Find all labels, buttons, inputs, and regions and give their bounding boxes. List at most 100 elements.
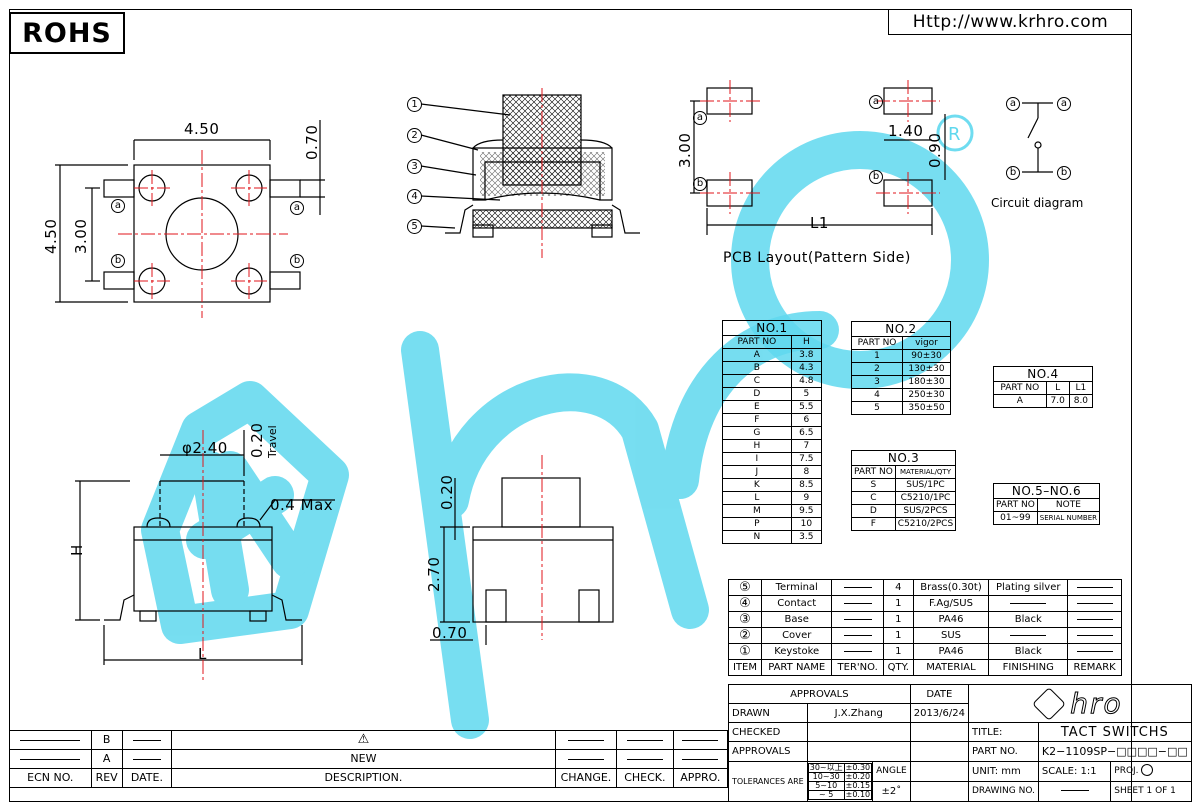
no3-header-0: PART NO — [851, 465, 896, 479]
warning-icon: ⚠ — [357, 732, 370, 747]
rev-sign-1-5 — [616, 749, 674, 769]
pcb-pin-a: a — [693, 111, 707, 125]
approvals2-label: APPROVALS — [728, 741, 808, 762]
no1-cell-12-1: 9.5 — [790, 504, 823, 518]
rev-date-1 — [121, 749, 173, 769]
no4-cell-0-1: 7.0 — [1045, 394, 1070, 408]
drawing-no-label: DRAWING NO. — [968, 780, 1039, 803]
no4-title: NO.4 — [993, 366, 1093, 382]
side-travel-dim: 0.20 — [248, 422, 266, 458]
no56-cell-0-0: 01~99 — [993, 511, 1038, 525]
no3-cell-1-0: C — [851, 491, 896, 505]
pcb-layout-title: PCB Layout(Pattern Side) — [723, 250, 911, 266]
rev-header-1: REV — [90, 768, 123, 788]
rev-header-3: DESCRIPTION. — [171, 768, 556, 788]
no3-cell-3-0: F — [851, 517, 896, 531]
bom-name-3: Cover — [760, 627, 833, 644]
drawn-date: 2013/6/24 — [909, 703, 970, 724]
front-height-dim: 2.70 — [425, 556, 443, 592]
no1-cell-10-1: 8.5 — [790, 478, 823, 492]
tolerances-label: TOLERANCES ARE — [728, 760, 808, 803]
pcb-pitch-dim: 3.00 — [676, 132, 694, 168]
bom-name-2: Base — [760, 611, 833, 628]
no3-cell-2-0: D — [851, 504, 896, 518]
unit-label: UNIT: mm — [968, 760, 1039, 782]
pin-b-label-right: b — [290, 254, 304, 268]
pcb-pin-b-right: b — [869, 170, 883, 184]
bom-header-6: REMARK — [1067, 659, 1122, 676]
bom-name-4: Keystoke — [760, 643, 833, 660]
bom-material-4: PA46 — [912, 643, 990, 660]
no2-cell-0-0: 1 — [850, 349, 904, 363]
no1-cell-7-0: H — [722, 439, 792, 453]
pcb-pin-a-right: a — [869, 95, 883, 109]
no2-cell-4-1: 350±50 — [902, 401, 951, 415]
callout-2: 2 — [407, 128, 422, 143]
pin-a-label: a — [111, 199, 125, 213]
top-width-dim: 4.50 — [184, 120, 220, 138]
bom-header-2: TER'NO. — [831, 659, 884, 676]
date-header: DATE — [909, 683, 970, 705]
side-travel-label: Travel — [266, 425, 279, 458]
angle-label: ANGLE — [872, 760, 911, 782]
rev-header-6: APPRO. — [672, 768, 729, 788]
rev-desc-0: ⚠ — [171, 730, 556, 750]
website-url[interactable]: Http://www.krhro.com — [888, 9, 1132, 35]
rev-ecn-1 — [9, 749, 92, 769]
tol-cell-3-1: ±0.10 — [843, 789, 873, 800]
sheet-label: SHEET 1 OF 1 — [1110, 780, 1192, 803]
scale-label: SCALE: 1:1 — [1037, 760, 1112, 782]
rev-header-2: DATE. — [121, 768, 173, 788]
no56-header-0: PART NO — [993, 498, 1038, 512]
tol-cell-2-1: ±0.15 — [843, 780, 873, 791]
no3-title: NO.3 — [850, 450, 957, 466]
no2-cell-0-1: 90±30 — [902, 349, 951, 363]
no3-cell-0-1: SUS/1PC — [894, 478, 957, 492]
no1-cell-0-1: 3.8 — [790, 348, 823, 362]
bom-header-4: MATERIAL — [912, 659, 990, 676]
drawn-by: J.X.Zhang — [806, 703, 911, 724]
side-diameter-dim: φ2.40 — [182, 439, 228, 457]
proj-label: PROJ. — [1114, 765, 1139, 776]
bom-remark-1 — [1067, 595, 1122, 612]
tol-cell-2-0: 5~10 — [807, 780, 845, 791]
bom-terno-4 — [831, 643, 884, 660]
rev-ecn-0 — [9, 730, 92, 750]
no1-header-1: H — [790, 335, 823, 349]
no1-cell-1-1: 4.3 — [790, 361, 823, 375]
front-lead-dim: 0.70 — [432, 624, 468, 642]
callout-5: 5 — [407, 219, 422, 234]
bom-finishing-0: Plating silver — [988, 579, 1069, 596]
no2-cell-3-0: 4 — [850, 388, 904, 402]
no1-cell-2-0: C — [722, 374, 792, 388]
no1-cell-0-0: A — [722, 348, 792, 362]
circuit-b-right: b — [1057, 166, 1071, 180]
bom-remark-0 — [1067, 579, 1122, 596]
bom-finishing-2: Black — [988, 611, 1069, 628]
bom-material-0: Brass(0.30t) — [912, 579, 990, 596]
no3-cell-2-1: SUS/2PCS — [894, 504, 957, 518]
bom-material-3: SUS — [912, 627, 990, 644]
no1-cell-4-1: 5.5 — [790, 400, 823, 414]
bom-finishing-1 — [988, 595, 1069, 612]
no1-cell-14-0: N — [722, 530, 792, 544]
rev-header-5: CHECK. — [616, 768, 674, 788]
